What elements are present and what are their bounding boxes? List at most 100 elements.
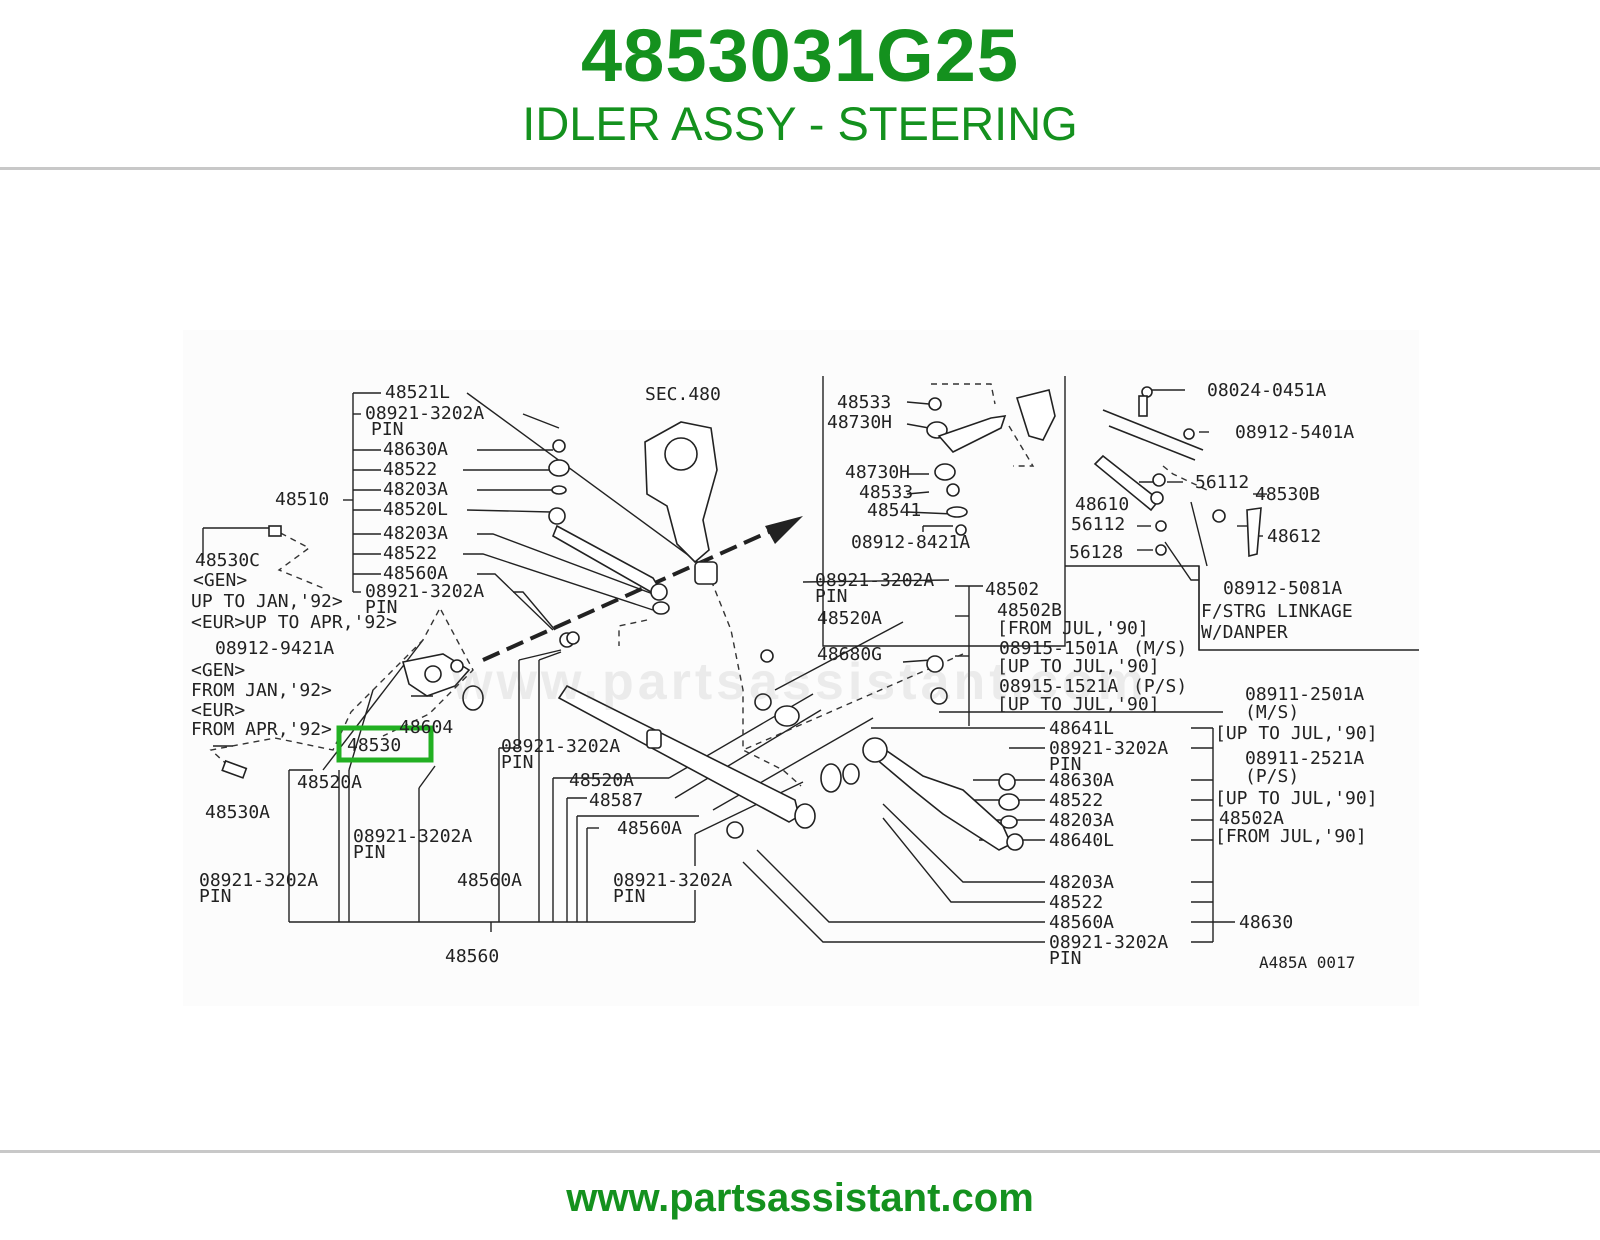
part-drawings [221,386,1262,851]
label-08921-3202a-3: 08921-3202A [353,826,472,847]
label-48560a-3: 48560A [617,818,682,839]
label-ps-2: (P/S) [1245,766,1299,787]
label-48630: 48630 [1239,912,1293,933]
label-48604: 48604 [399,717,453,738]
label-pin-1: PIN [371,419,404,440]
label-from-jul-90-1: [FROM JUL,'90] [997,618,1149,639]
label-56128: 56128 [1069,542,1123,563]
label-up-to-jul-90-1: [UP TO JUL,'90] [997,656,1160,677]
gearbox-housing-part [644,421,718,564]
part-description: IDLER ASSY - STEERING [522,97,1078,150]
label-48522-1: 48522 [383,459,437,480]
label-08912-5081a: 08912-5081A [1223,578,1342,599]
label-56112-2: 56112 [1071,514,1125,535]
label-08921-3202a-9: 08921-3202A [1049,932,1168,953]
label-f-strg-linkage: F/STRG LINKAGE [1201,601,1353,622]
diagram-code: A485A 0017 [1259,953,1355,972]
label-gen-1: <GEN> [193,570,247,591]
parts-diagram: 48521L 08921-3202A PIN 48630A 48522 4820… [183,330,1419,1006]
label-pin-4: PIN [199,886,232,907]
label-48730h-1: 48730H [827,412,892,433]
label-48521l: 48521L [385,382,450,403]
label-48630a-2: 48630A [1049,770,1114,791]
label-56112-1: 56112 [1195,472,1249,493]
label-08024-0451a: 08024-0451A [1207,380,1326,401]
label-48530c: 48530C [195,550,260,571]
label-08921-3202a-6: 08921-3202A [613,870,732,891]
label-from-jan-92: FROM JAN,'92> [191,680,332,701]
label-pin-2: PIN [365,597,398,618]
label-48502: 48502 [985,579,1039,600]
label-48587: 48587 [589,790,643,811]
dashed-outlines [209,383,1208,787]
highlighted-part-label: 48530 [347,735,401,756]
label-gen-2: <GEN> [191,660,245,681]
label-ms-2: (M/S) [1245,702,1299,723]
exploded-view-diagram: 48521L 08921-3202A PIN 48630A 48522 4820… [191,376,1419,972]
label-08911-2521a: 08911-2521A [1245,748,1364,769]
page-header: 4853031G25 IDLER ASSY - STEERING [0,0,1600,168]
label-from-apr-92: FROM APR,'92> [191,719,332,740]
label-eur-2: <EUR> [191,700,245,721]
label-48520a-3: 48520A [817,608,882,629]
label-48203a-1: 48203A [383,479,448,500]
label-pin-3: PIN [353,842,386,863]
highlighted-part-box [336,725,434,763]
label-08912-9421a: 08912-9421A [215,638,334,659]
label-08912-8421a: 08912-8421A [851,532,970,553]
label-08912-5401a: 08912-5401A [1235,422,1354,443]
label-08915-1521a: 08915-1521A [999,676,1118,697]
label-sec-480: SEC.480 [645,384,721,405]
label-up-to-jan-92: UP TO JAN,'92> [191,591,343,612]
label-48630a-1: 48630A [383,439,448,460]
label-08921-3202a-1: 08921-3202A [365,403,484,424]
label-48530a: 48530A [205,802,270,823]
label-48640l: 48640L [1049,830,1114,851]
part-number-title: 4853031G25 [581,14,1019,97]
label-48641l: 48641L [1049,718,1114,739]
label-ms-1: (M/S) [1133,638,1187,659]
label-48522-2: 48522 [383,543,437,564]
label-pin-9: PIN [1049,948,1082,969]
label-48510: 48510 [275,489,329,510]
label-48502b: 48502B [997,600,1062,621]
label-up-to-jul-90-2: [UP TO JUL,'90] [997,694,1160,715]
label-48533-1: 48533 [837,392,891,413]
watermark: www.partsassistant.com [452,653,1148,711]
direction-arrow [482,516,803,662]
label-48730h-2: 48730H [845,462,910,483]
label-48530b: 48530B [1255,484,1320,505]
label-48541: 48541 [867,500,921,521]
label-48203a-2: 48203A [383,523,448,544]
label-08921-3202a-7: 08921-3202A [815,570,934,591]
label-pin-5: PIN [501,752,534,773]
label-48520a-2: 48520A [569,770,634,791]
callout-labels: 48521L 08921-3202A PIN 48630A 48522 4820… [191,380,1378,972]
label-w-danper: W/DANPER [1201,622,1288,643]
label-pin-7: PIN [815,586,848,607]
label-08921-3202a-4: 08921-3202A [199,870,318,891]
label-ps-1: (P/S) [1133,676,1187,697]
label-from-jul-90-2: [FROM JUL,'90] [1215,826,1367,847]
footer-divider [0,1150,1600,1153]
label-48522-3: 48522 [1049,790,1103,811]
label-48502a: 48502A [1219,808,1284,829]
label-48560: 48560 [445,946,499,967]
label-48612: 48612 [1267,526,1321,547]
label-48680g: 48680G [817,644,882,665]
label-08921-3202a-2: 08921-3202A [365,581,484,602]
label-eur-up-to-apr-92: <EUR>UP TO APR,'92> [191,612,397,633]
label-up-to-jul-90-4: [UP TO JUL,'90] [1215,788,1378,809]
label-08911-2501a: 08911-2501A [1245,684,1364,705]
label-48560a-1: 48560A [383,563,448,584]
label-08921-3202a-5: 08921-3202A [501,736,620,757]
footer-website-link[interactable]: www.partsassistant.com [566,1176,1034,1220]
label-08921-3202a-8: 08921-3202A [1049,738,1168,759]
label-pin-8: PIN [1049,754,1082,775]
label-48520l: 48520L [383,499,448,520]
label-48610: 48610 [1075,494,1129,515]
label-48522-4: 48522 [1049,892,1103,913]
label-48203a-4: 48203A [1049,872,1114,893]
label-48203a-3: 48203A [1049,810,1114,831]
label-48533-2: 48533 [859,482,913,503]
